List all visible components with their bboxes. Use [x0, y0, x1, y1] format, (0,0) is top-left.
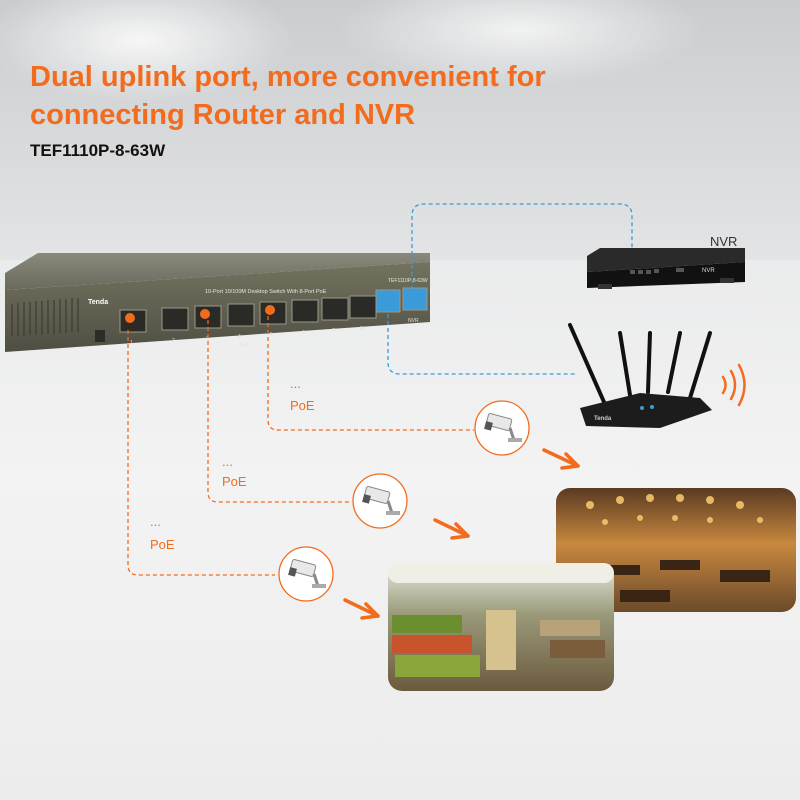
port-label-5: 5 — [270, 332, 273, 338]
switch-poe-label: PoE — [240, 343, 250, 349]
router-led — [640, 406, 644, 410]
poe-ellipsis-2: ... — [222, 454, 233, 469]
switch-top — [5, 253, 430, 290]
restaurant-tables — [600, 560, 770, 602]
wifi-router: Tenda — [568, 323, 712, 428]
model-name: TEF1110P-8-63W — [30, 141, 166, 160]
nvr-label: NVR — [710, 234, 737, 249]
port-label-1: 1 — [130, 340, 133, 346]
poe-label-2: PoE — [222, 474, 247, 489]
switch-nvr-label: NVR — [408, 318, 419, 324]
port-label-8: 8 — [360, 326, 363, 332]
camera-icon — [362, 486, 400, 515]
arrow-right-icon — [343, 598, 380, 620]
poe-ellipsis-1: ... — [290, 376, 301, 391]
camera-node-3 — [278, 546, 334, 602]
poe-ellipsis-3: ... — [150, 514, 161, 529]
restaurant-lights — [586, 494, 763, 525]
wifi-signal-icon — [721, 363, 746, 407]
poe-labels: ... PoE ... PoE ... PoE — [150, 376, 315, 552]
switch-model-tag: TEF1110P-8-63W — [388, 278, 428, 284]
uplink-line-nvr — [411, 203, 633, 290]
port-8 — [349, 295, 377, 319]
camera-node-1 — [474, 400, 530, 456]
arrow-right-icon — [433, 518, 470, 540]
nvr-foot — [598, 284, 612, 289]
poe-label-3: PoE — [150, 537, 175, 552]
arrows — [343, 448, 580, 620]
port-4 — [227, 303, 255, 327]
uplink-lines — [387, 203, 633, 375]
port-label-6: 6 — [302, 330, 305, 336]
nvr-buttons — [630, 268, 684, 274]
router-antennas — [568, 323, 712, 404]
nvr-front — [587, 262, 745, 288]
router-led — [650, 405, 654, 409]
power-led — [95, 330, 105, 342]
port-5-link — [265, 305, 275, 315]
port-label-7: 7 — [332, 328, 335, 334]
port-label-3: 3 — [206, 336, 209, 342]
nvr-top — [587, 248, 745, 272]
port-1-link — [125, 313, 135, 323]
port-3-link — [200, 309, 210, 319]
headline-line-2: connecting Router and NVR — [30, 99, 416, 131]
port-2 — [161, 307, 189, 331]
nvr-device: NVR — [587, 248, 745, 289]
port-label-2: 2 — [172, 338, 175, 344]
uplink-line-router — [387, 300, 575, 375]
port-label-4: 4 — [238, 334, 241, 340]
poe-lines — [127, 316, 474, 576]
camera-icon — [484, 413, 522, 442]
restaurant-photo — [556, 488, 796, 612]
router-body — [580, 393, 712, 428]
port-6 — [291, 299, 319, 323]
camera-icon — [288, 559, 326, 588]
arrow-right-icon — [542, 448, 580, 470]
switch-vents — [11, 298, 79, 336]
port-7 — [321, 297, 349, 321]
poe-line-3 — [267, 316, 474, 431]
background — [0, 0, 800, 260]
switch-brand: Tenda — [88, 299, 108, 306]
supermarket-photo — [388, 563, 614, 691]
headline: Dual uplink port, more convenient for co… — [30, 58, 650, 134]
nvr-panel-text: NVR — [702, 268, 715, 274]
nvr-foot — [720, 278, 734, 283]
poe-label-1: PoE — [290, 398, 315, 413]
switch-description: 10-Port 10/100M Desktop Switch With 8-Po… — [205, 289, 327, 295]
uplink-port-2 — [402, 287, 428, 311]
camera-node-2 — [352, 473, 408, 529]
headline-line-1: Dual uplink port, more convenient for — [30, 61, 546, 93]
supermarket-ceiling — [388, 563, 614, 583]
port-number-labels: 1 2 3 4 5 6 7 8 PoE NVR — [130, 318, 419, 349]
poe-switch: Tenda 10-Port 10/100M Desktop Switch Wit… — [5, 253, 430, 352]
switch-ports — [119, 287, 428, 333]
produce-stands — [392, 610, 605, 677]
router-brand: Tenda — [594, 416, 612, 422]
